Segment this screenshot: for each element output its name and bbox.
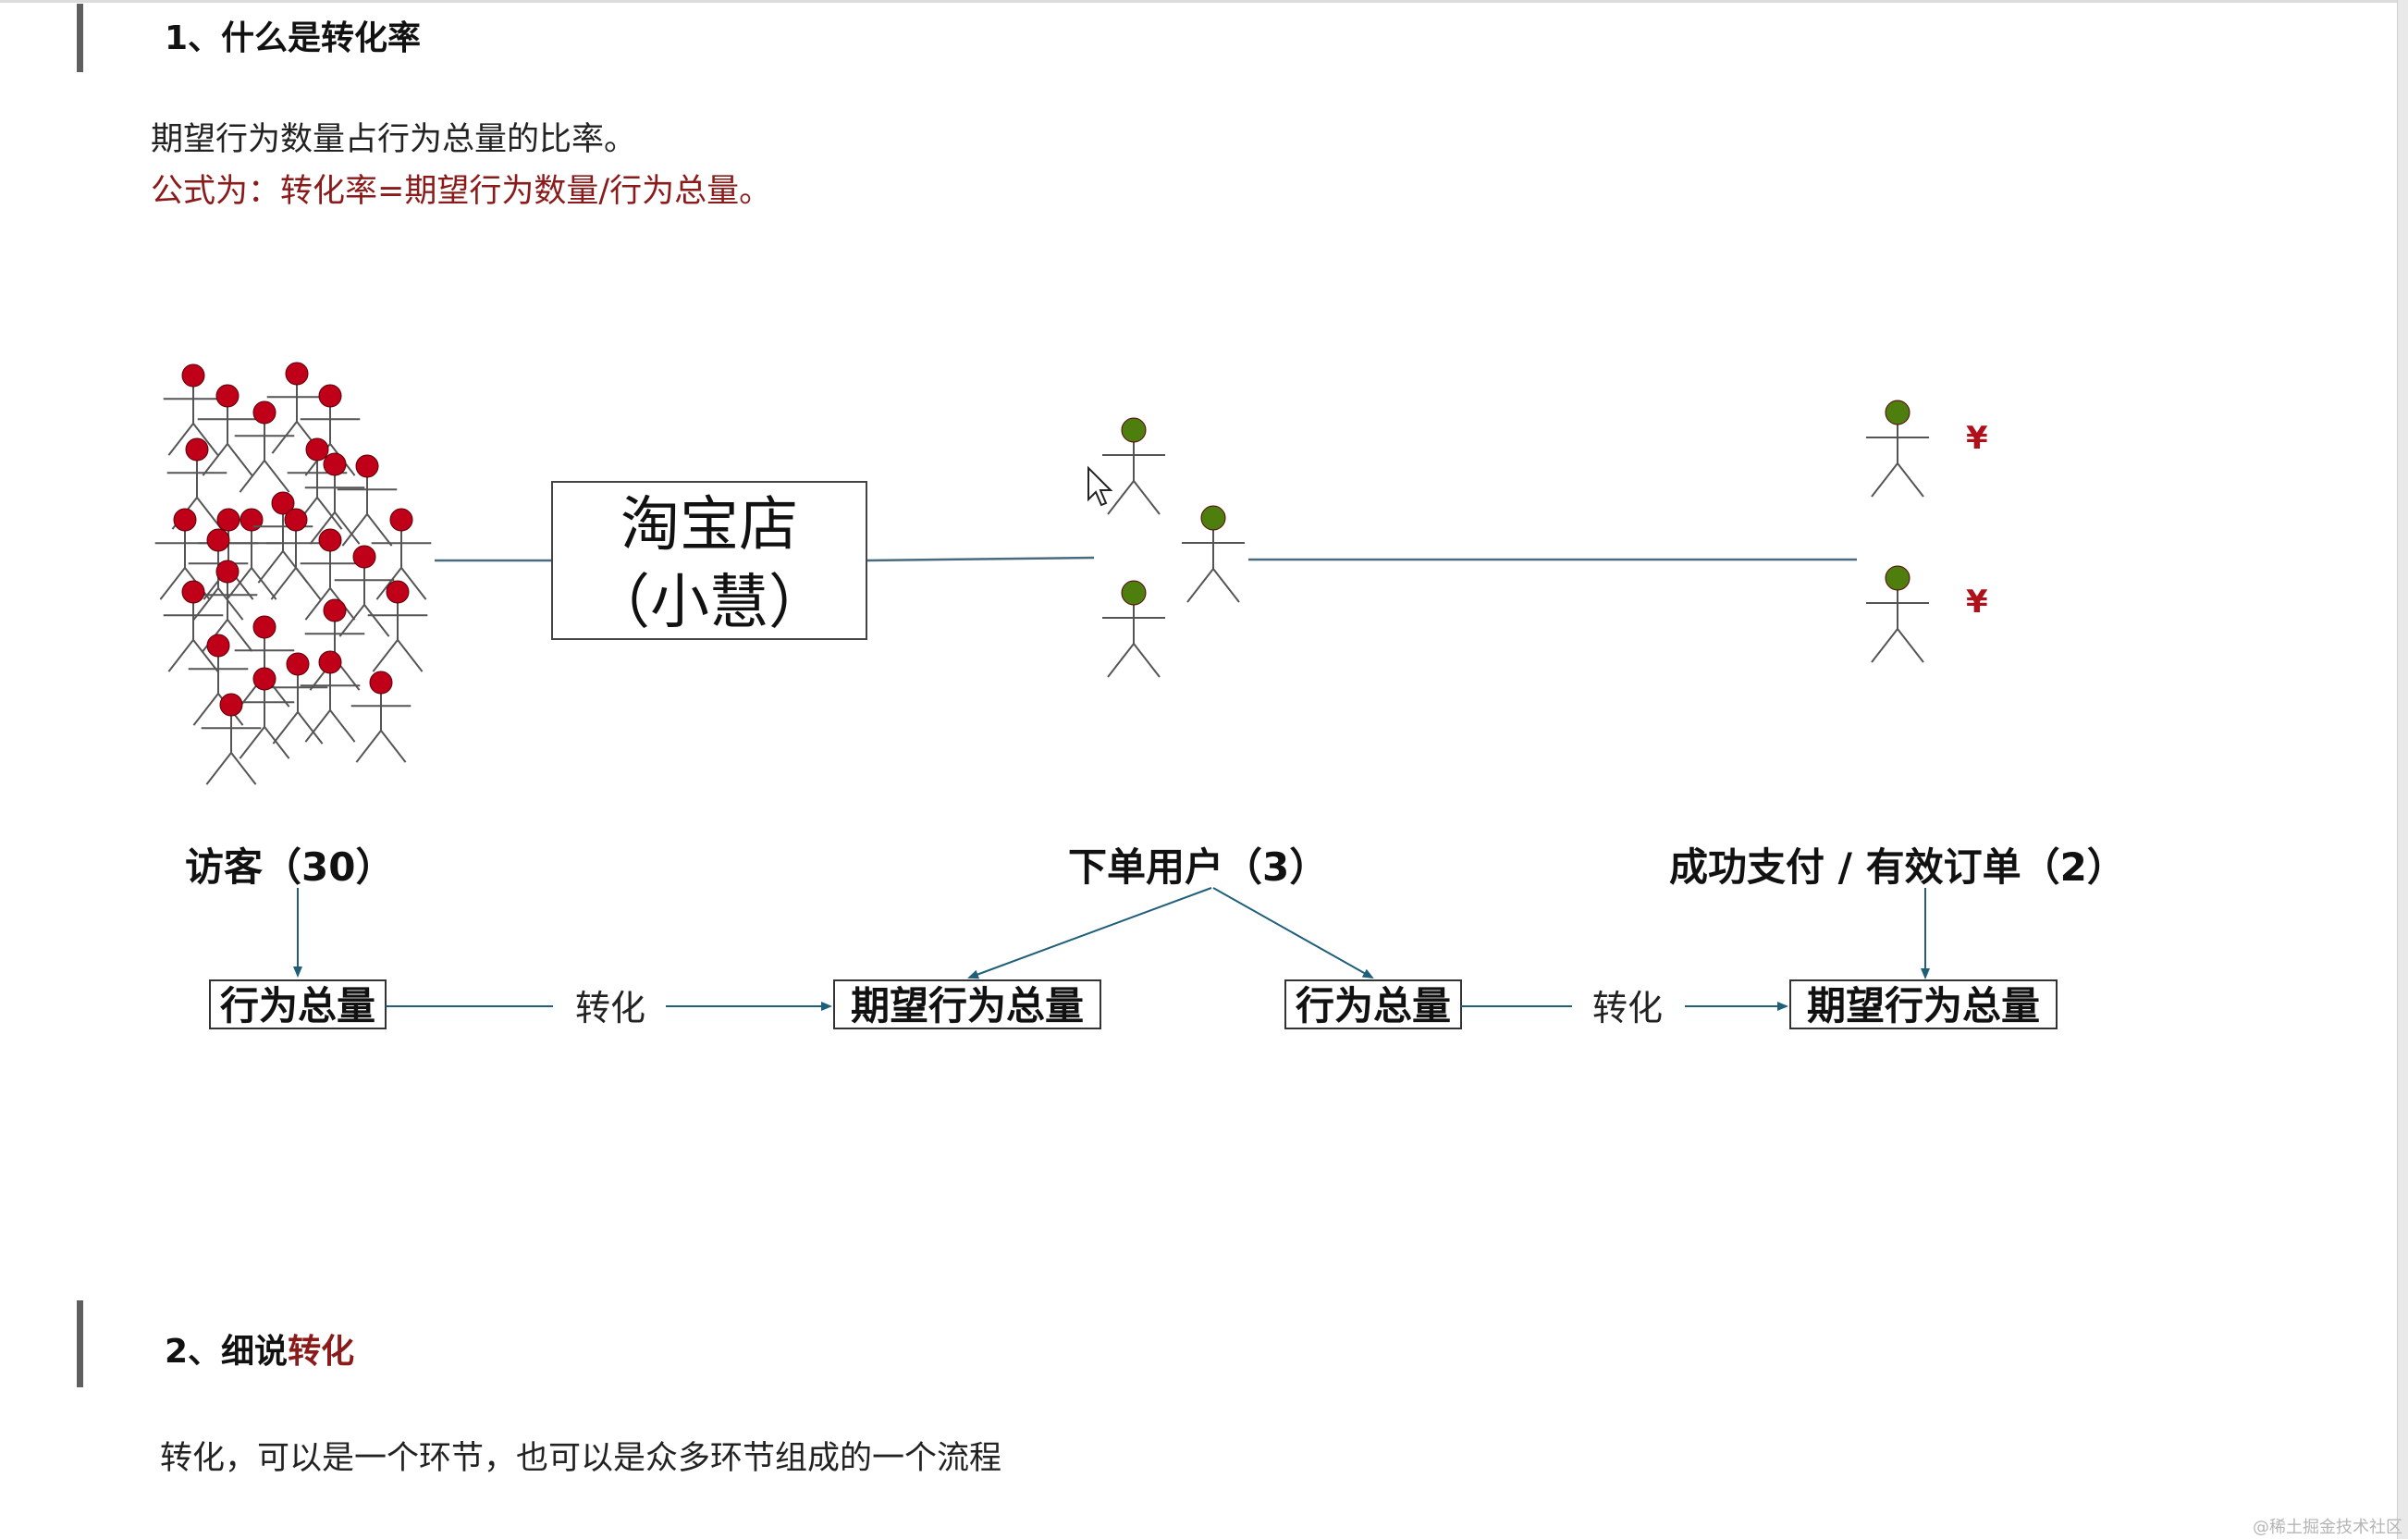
section-1-marker xyxy=(77,4,83,72)
total-box-2 xyxy=(1284,979,1462,1029)
visitor-figure xyxy=(304,452,365,545)
visitor-figure xyxy=(367,580,428,672)
order-user-figures xyxy=(1102,417,1245,678)
section-2-heading-prefix: 2、细说 xyxy=(165,1333,289,1371)
formula-text: 公式为：转化率=期望行为数量/行为总量。 xyxy=(151,173,772,210)
shop-name-line-2: （小慧） xyxy=(591,569,828,637)
section-2-body: 转化，可以是一个环节，也可以是众多环节组成的一个流程 xyxy=(160,1440,1002,1477)
visitor-figure xyxy=(252,491,313,584)
visitor-figure xyxy=(163,363,224,456)
visitor-figure xyxy=(221,508,282,600)
visitor-figure xyxy=(265,508,326,600)
total-text-2: 行为总量 xyxy=(1296,983,1451,1028)
visitor-figure xyxy=(267,652,328,745)
visitor-figure xyxy=(188,528,249,621)
visitor-figure xyxy=(197,384,258,476)
visitor-crowd xyxy=(154,362,432,785)
currency-mark-2: ¥ xyxy=(1966,584,1988,621)
visitor-figure xyxy=(234,400,295,493)
visitor-figure xyxy=(166,437,227,530)
expected-box-2 xyxy=(1789,979,2058,1029)
shop-to-buyers-line xyxy=(866,556,1095,562)
paid-user-figures xyxy=(1866,400,1929,663)
visitor-figure xyxy=(300,650,361,743)
order-user-figure xyxy=(1102,417,1165,515)
visitor-figure xyxy=(300,528,361,621)
watermark: @稀土掘金技术社区 xyxy=(2253,1518,2402,1537)
visitor-figure xyxy=(350,671,412,763)
visitor-figure xyxy=(266,362,327,454)
total-box-1 xyxy=(209,979,387,1029)
visitor-figure xyxy=(234,667,295,759)
visitor-figure xyxy=(304,598,365,691)
expected-text-1: 期望行为总量 xyxy=(851,983,1084,1028)
visitors-label: 访客（30） xyxy=(185,844,394,890)
shop-name-line-1: 淘宝店 xyxy=(620,491,798,560)
section-2-heading-accent: 转化 xyxy=(288,1333,355,1371)
top-border xyxy=(0,0,2408,3)
currency-mark-1: ¥ xyxy=(1966,420,1988,457)
section-2-marker xyxy=(77,1300,83,1387)
convert-2-label: 转化 xyxy=(1592,988,1663,1028)
convert-1-label: 转化 xyxy=(575,988,645,1028)
orders-to-total-arrow xyxy=(1212,887,1374,979)
order-user-figure xyxy=(1182,505,1245,603)
visitor-figure xyxy=(163,580,224,672)
paid-user-figure xyxy=(1866,400,1929,498)
total-text-1: 行为总量 xyxy=(220,983,375,1028)
expected-box-1 xyxy=(833,979,1101,1029)
visitor-figure xyxy=(201,693,262,785)
visitor-figure xyxy=(337,454,398,547)
vertical-scrollbar[interactable] xyxy=(2397,0,2408,1539)
section-2-heading: 2、细说转化 xyxy=(165,1324,354,1373)
order-user-figure xyxy=(1102,580,1165,678)
visitor-figure xyxy=(371,508,432,600)
orders-to-expected-arrow xyxy=(967,887,1212,979)
paid-orders-label: 成功支付 / 有效订单（2） xyxy=(1669,844,2126,890)
shop-box xyxy=(551,481,867,640)
visitor-figure xyxy=(197,560,258,652)
section-1-heading: 1、什么是转化率 xyxy=(165,19,422,57)
expected-text-2: 期望行为总量 xyxy=(1807,983,2040,1028)
order-users-label: 下单用户（3） xyxy=(1068,844,1328,890)
mouse-cursor-icon xyxy=(1087,465,1113,507)
paid-user-figure xyxy=(1866,565,1929,663)
visitor-figure xyxy=(334,545,395,637)
definition-text: 期望行为数量占行为总量的比率。 xyxy=(151,121,637,158)
